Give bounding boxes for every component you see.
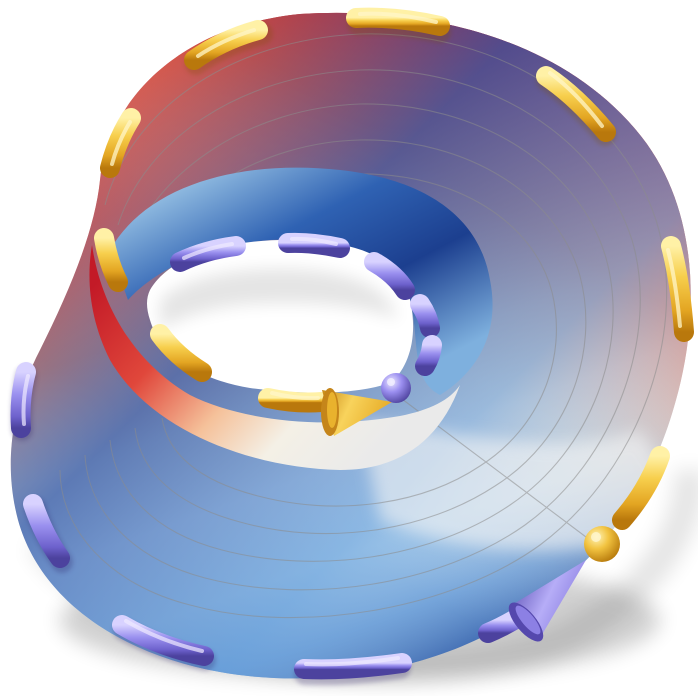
purple-segment bbox=[425, 345, 432, 366]
purple-ball-icon bbox=[381, 373, 411, 403]
purple-segment bbox=[420, 304, 430, 328]
purple-segment bbox=[488, 620, 514, 633]
gold-ball-icon bbox=[584, 526, 620, 562]
